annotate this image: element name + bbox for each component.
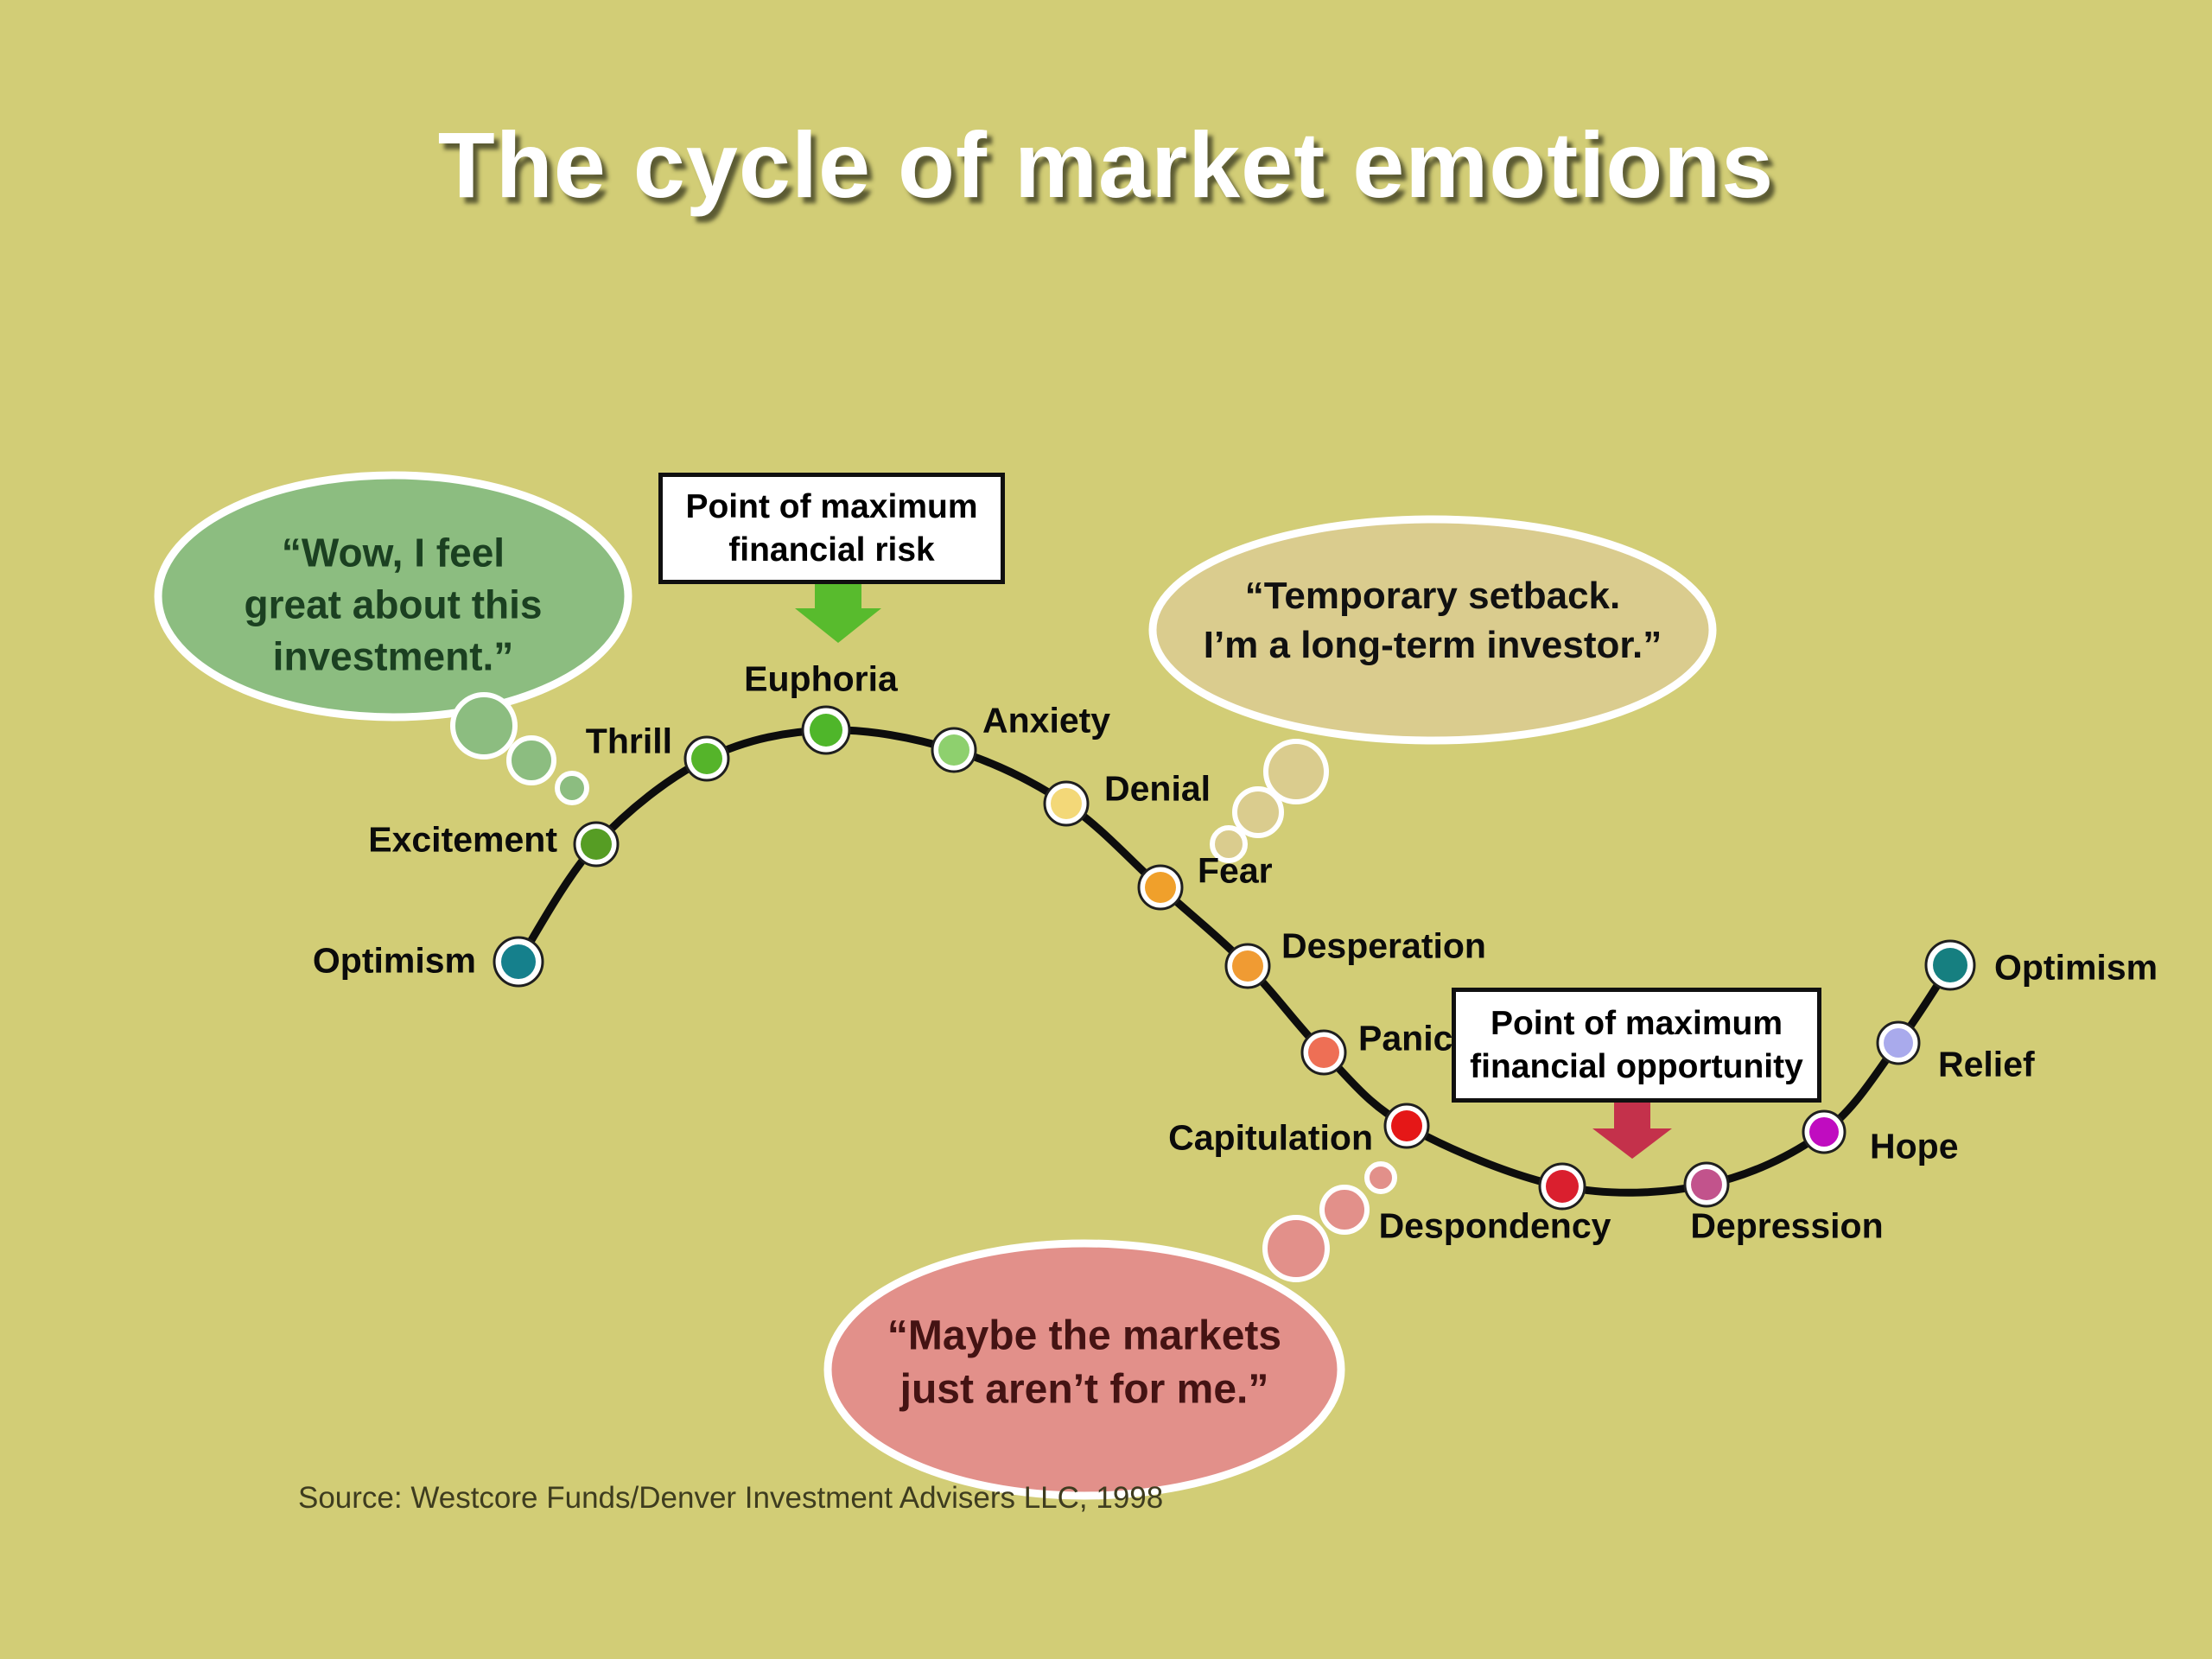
emotion-dot-relief [1884, 1028, 1913, 1058]
emotion-label-fear: Fear [1198, 850, 1273, 891]
thought-bubble-pink [823, 1239, 1345, 1500]
callout-risk-line-1: Point of maximum [685, 487, 978, 525]
emotion-label-optimism-start: Optimism [312, 940, 476, 981]
thought-bubble-tan [1148, 515, 1717, 745]
thought-trail-green-2 [506, 735, 556, 785]
emotion-label-hope: Hope [1870, 1126, 1959, 1166]
bubble-green-line-2: great about this [244, 582, 543, 627]
emotion-label-thrill: Thrill [585, 721, 672, 761]
emotion-label-optimism-end: Optimism [1994, 947, 2158, 988]
emotion-dot-depression [1691, 1169, 1722, 1200]
bubble-tan-line-2: I’m a long-term investor.” [1203, 624, 1662, 666]
thought-trail-tan-2 [1232, 786, 1284, 838]
callout-arrow-risk [795, 579, 881, 643]
emotion-label-desperation: Desperation [1281, 925, 1486, 966]
thought-bubble-tan-text: “Temporary setback. I’m a long-term inve… [1204, 571, 1662, 670]
thought-trail-tan-3 [1210, 825, 1248, 863]
thought-trail-green-1 [450, 692, 518, 760]
thought-trail-green-3 [555, 771, 589, 805]
thought-trail-tan-1 [1263, 739, 1329, 804]
emotion-label-excitement: Excitement [368, 819, 557, 860]
emotion-label-capitulation: Capitulation [1168, 1117, 1373, 1158]
thought-trail-pink-2 [1319, 1185, 1370, 1235]
emotion-dot-desperation [1232, 950, 1263, 982]
callout-risk-line-2: financial risk [728, 531, 935, 569]
emotion-label-euphoria: Euphoria [744, 658, 898, 699]
bubble-green-line-1: “Wow, I feel [281, 530, 505, 575]
bubble-pink-line-1: “Maybe the markets [887, 1313, 1282, 1359]
slide-title: The cycle of market emotions [437, 112, 1775, 217]
thought-bubble-green-text: “Wow, I feel great about this investment… [244, 527, 542, 682]
emotion-dot-anxiety [938, 734, 969, 766]
emotion-label-depression: Depression [1690, 1205, 1884, 1246]
callout-opportunity-line-2: financial opportunity [1470, 1047, 1803, 1085]
bubble-tan-line-1: “Temporary setback. [1244, 574, 1621, 617]
emotion-label-relief: Relief [1938, 1044, 2035, 1084]
emotion-dot-panic [1308, 1037, 1339, 1068]
emotion-dot-hope [1809, 1117, 1839, 1147]
thought-bubble-pink-text: “Maybe the markets just aren’t for me.” [887, 1310, 1281, 1418]
thought-trail-pink-3 [1364, 1161, 1397, 1194]
emotion-label-anxiety: Anxiety [982, 700, 1111, 741]
emotion-dot-optimism-start [501, 944, 536, 979]
emotion-label-denial: Denial [1104, 768, 1211, 809]
emotion-dot-capitulation [1391, 1110, 1422, 1141]
emotion-label-panic: Panic [1358, 1018, 1453, 1058]
callout-opportunity-line-1: Point of maximum [1490, 1004, 1783, 1042]
source-credit: Source: Westcore Funds/Denver Investment… [298, 1481, 1164, 1515]
callout-arrow-opportunity [1592, 1097, 1672, 1159]
callout-max-financial-risk: Point of maximum financial risk [658, 473, 1005, 584]
emotion-dot-excitement [581, 829, 612, 860]
emotion-label-despondency: Despondency [1378, 1205, 1611, 1246]
emotion-dot-despondency [1546, 1170, 1579, 1203]
callout-max-financial-opportunity: Point of maximum financial opportunity [1452, 988, 1821, 1103]
emotion-dot-optimism-end [1933, 948, 1967, 982]
emotion-dot-fear [1145, 872, 1176, 903]
thought-bubble-green [154, 471, 632, 721]
emotion-dot-thrill [691, 743, 722, 774]
emotion-dot-euphoria [810, 714, 842, 747]
bubble-pink-line-2: just aren’t for me.” [899, 1367, 1269, 1413]
bubble-green-line-3: investment.” [272, 632, 514, 678]
thought-trail-pink-1 [1262, 1215, 1330, 1282]
emotion-dot-denial [1051, 788, 1082, 819]
